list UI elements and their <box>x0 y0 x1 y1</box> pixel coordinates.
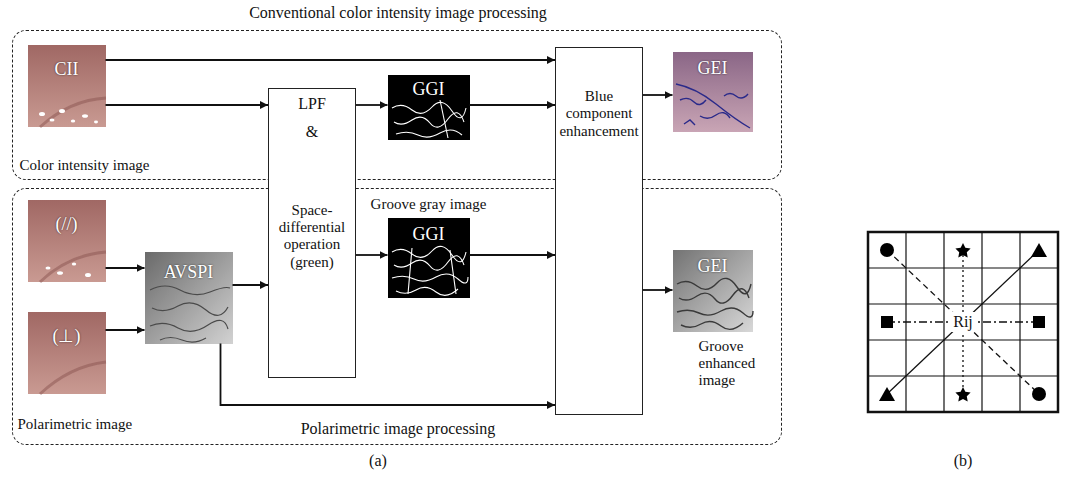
image-tile: GGI <box>388 75 470 140</box>
image-tile: (//) <box>28 200 106 282</box>
process-label: & <box>306 123 318 141</box>
flow-arrow <box>233 284 269 286</box>
image-caption: Polarimetric image <box>18 416 218 433</box>
pixel-grid <box>868 232 1058 412</box>
image-tile: GEIGroove enhanced image <box>673 250 753 332</box>
groove-enhanced-image <box>673 52 753 132</box>
image-tile: AVSPI <box>145 252 233 344</box>
crossed-polarized-image <box>28 312 106 394</box>
image-tile: (⊥)Polarimetric image <box>28 312 106 394</box>
groove-gray-image <box>388 218 470 298</box>
parallel-polarized-image <box>28 200 106 282</box>
flow-arrow <box>106 329 145 331</box>
image-tag: CII <box>28 59 106 80</box>
process-label: LPF <box>298 95 326 113</box>
panel-label: (a) <box>348 452 408 470</box>
group-title: Conventional color intensity image proce… <box>13 4 783 22</box>
image-tag: GGI <box>388 224 470 245</box>
flow-arrow <box>643 289 673 291</box>
image-tile: Groove gray imageGGI <box>388 218 470 298</box>
avspi-image <box>145 252 233 344</box>
image-tag: GEI <box>673 58 753 79</box>
process-box: Blue component enhancement <box>555 47 643 415</box>
groove-gray-image <box>388 75 470 140</box>
image-caption: Groove gray image <box>359 196 499 213</box>
flow-arrow <box>643 94 673 96</box>
image-tile: CIIColor intensity image <box>28 45 106 127</box>
image-tile: GEI <box>673 52 753 132</box>
process-box: LPF & Space-differential operation (green) <box>268 88 356 378</box>
image-tag: (//) <box>28 214 106 235</box>
image-tag: AVSPI <box>145 262 233 283</box>
process-group: (//)(⊥)Polarimetric imageAVSPIGroove gra… <box>12 188 782 445</box>
process-label: Space-differential operation (green) <box>273 202 351 271</box>
image-caption: Color intensity image <box>20 157 220 174</box>
image-tag: GEI <box>673 256 753 277</box>
group-title: Polarimetric image processing <box>13 420 783 438</box>
pixel-grid-cell: Rij <box>868 232 1058 412</box>
flow-arrow <box>356 254 388 256</box>
process-label: Blue component enhancement <box>559 88 638 140</box>
groove-enhanced-image <box>673 250 753 332</box>
image-tag: (⊥) <box>28 326 106 347</box>
image-tag: GGI <box>388 79 470 100</box>
flow-arrow <box>356 104 388 106</box>
panel-label: (b) <box>933 452 993 470</box>
flow-arrow <box>470 104 556 106</box>
flow-arrow <box>106 59 556 61</box>
flow-arrow <box>106 104 269 106</box>
process-group: CIIColor intensity imageGGIGEIConvention… <box>12 30 782 180</box>
pixel-label: Rij <box>949 312 977 332</box>
endoscope-image <box>28 45 106 127</box>
image-caption: Groove enhanced image <box>699 338 773 390</box>
flow-arrow <box>470 254 556 256</box>
flow-arrow <box>106 267 145 269</box>
